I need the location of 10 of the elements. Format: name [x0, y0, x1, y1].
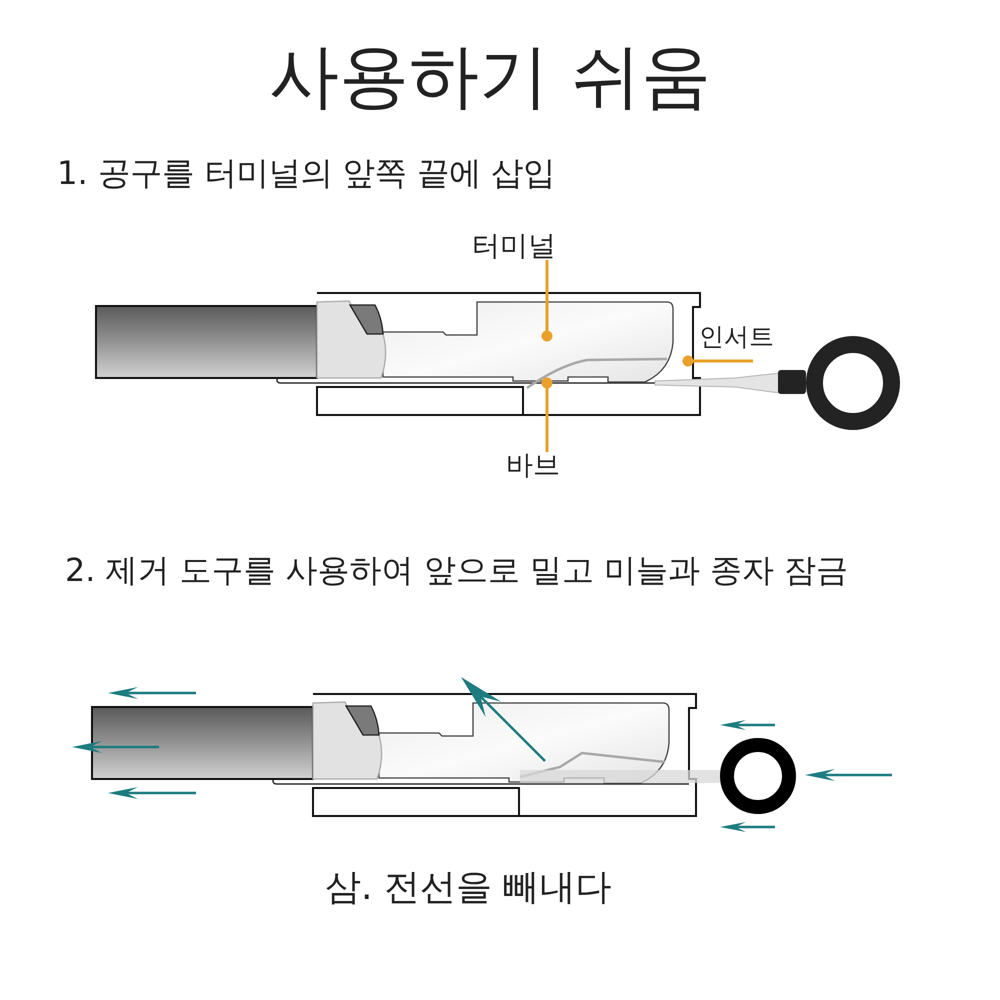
part-label: 터미널: [472, 232, 556, 260]
step-text: 2. 제거 도구를 사용하여 앞으로 밀고 미늘과 종자 잠금: [65, 555, 848, 587]
title: 사용하기 쉬움: [268, 41, 712, 111]
part-label: 인서트: [699, 324, 774, 362]
leader-line: [682, 356, 753, 366]
step-text: 삼. 전선을 빼내다: [325, 870, 612, 906]
leader-line: [542, 378, 552, 452]
part-label: 바브: [506, 452, 560, 479]
leader-line: [542, 260, 552, 342]
step-text: 1. 공구를 터미널의 앞쪽 끝에 삽입: [57, 157, 556, 190]
